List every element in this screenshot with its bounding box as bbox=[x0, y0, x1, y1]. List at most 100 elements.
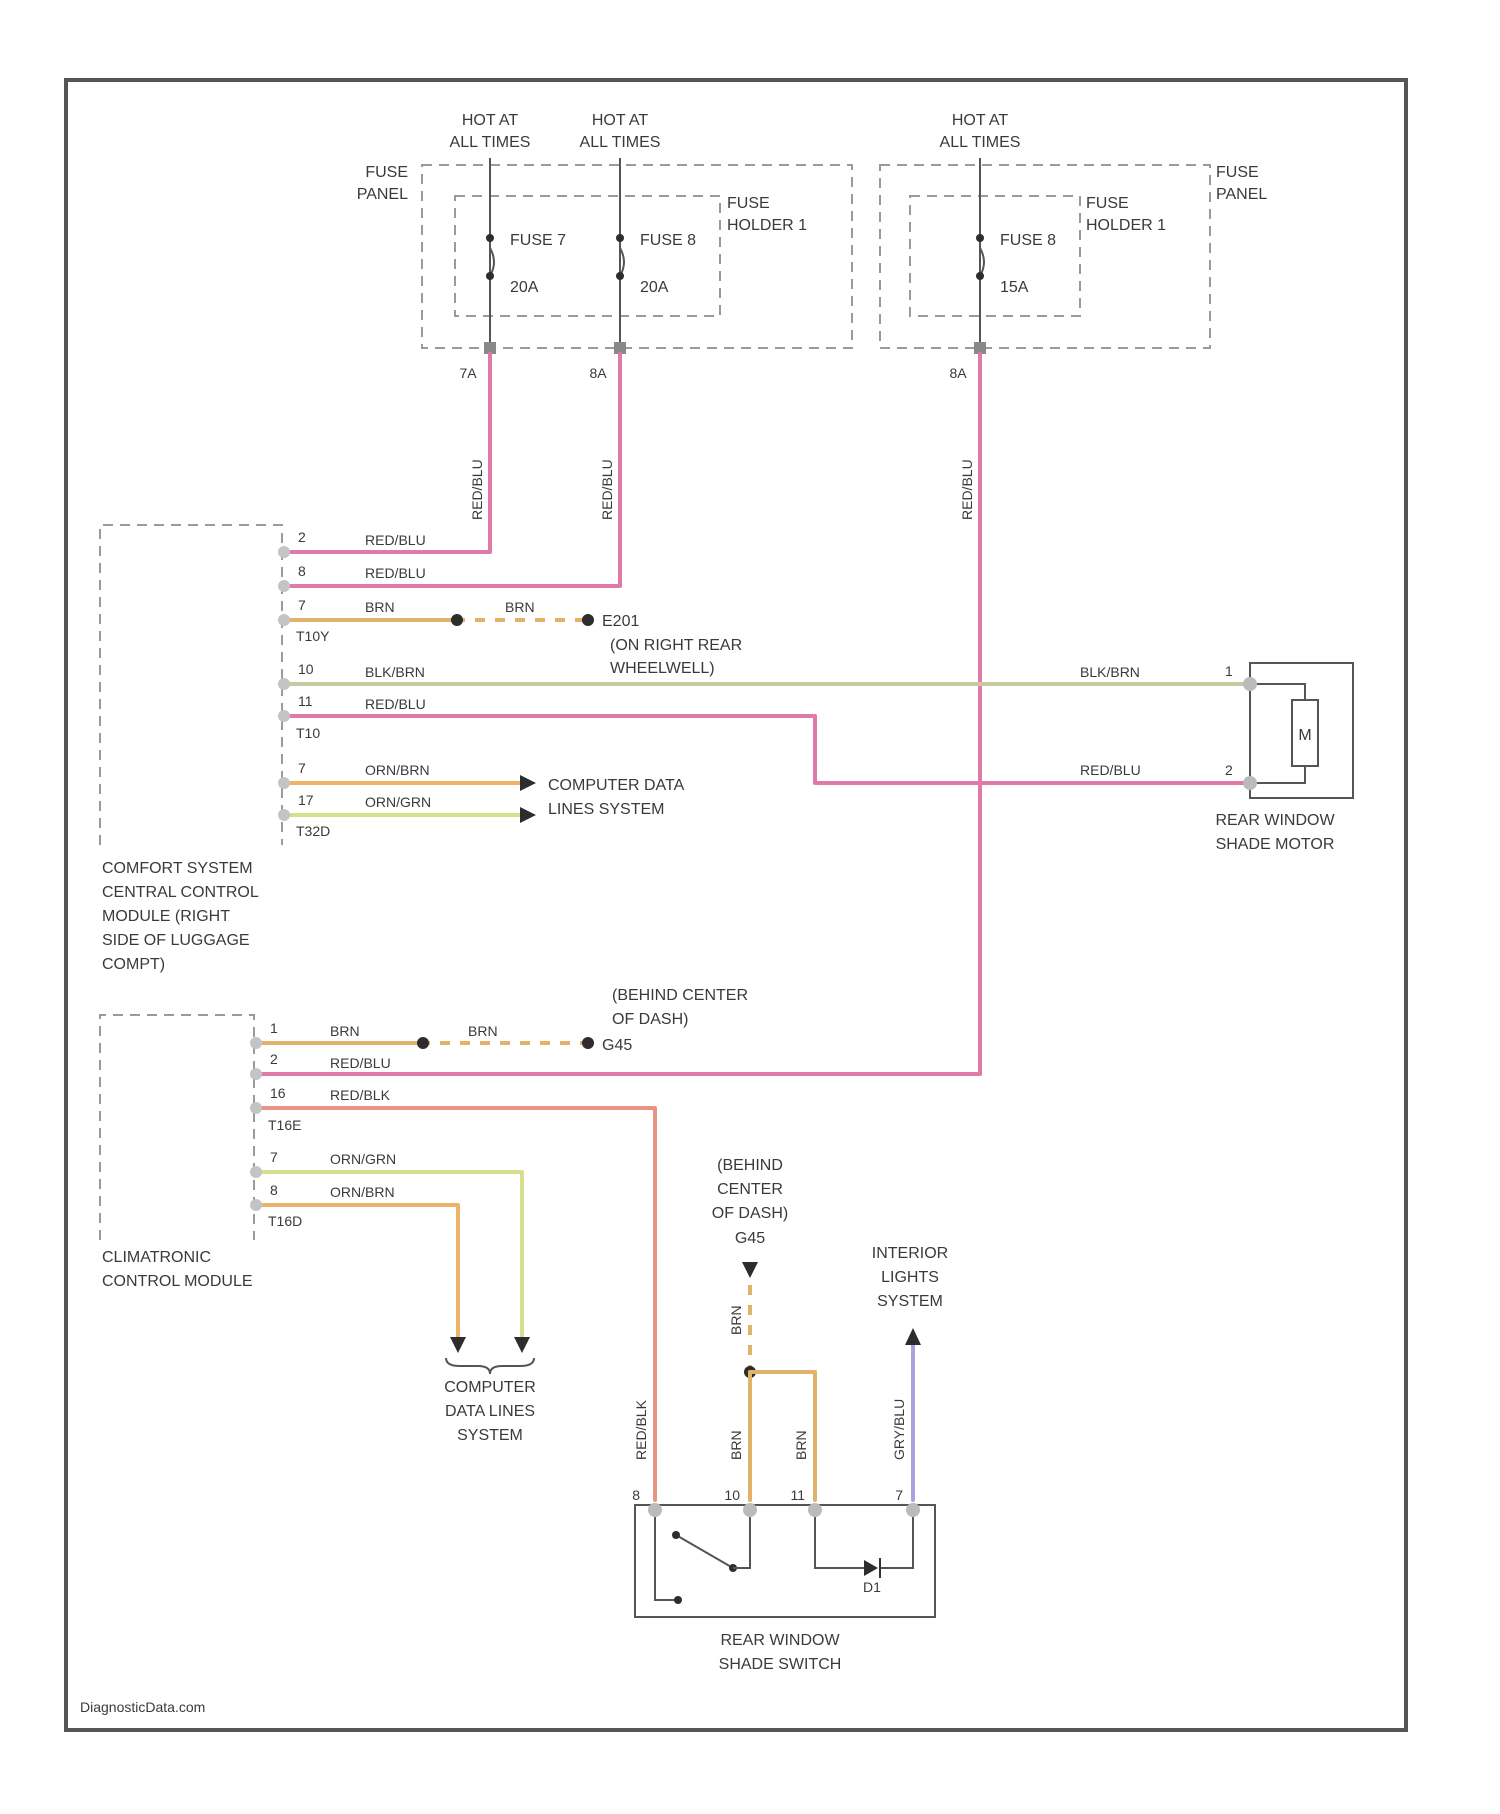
motor-symbol: M bbox=[1298, 727, 1311, 744]
comfort-pin-number: 2 bbox=[298, 529, 306, 545]
splice-clima-brn bbox=[417, 1037, 429, 1049]
diagram-frame bbox=[66, 80, 1406, 1730]
switch-name-line2: SHADE SWITCH bbox=[719, 1656, 842, 1673]
wire-fuse7-comfort bbox=[290, 354, 490, 552]
hot-label-1-line2: ALL TIMES bbox=[450, 134, 531, 151]
comfort-pin-icon bbox=[278, 580, 290, 592]
rear-window-shade-switch: D1 8 10 11 7 REAR WINDOW SHADE SWITCH bbox=[632, 1487, 935, 1673]
clima-name-line2: CONTROL MODULE bbox=[102, 1273, 253, 1290]
fuse-holder-label-2-line1: FUSE bbox=[1086, 195, 1129, 212]
clima-pin-icon bbox=[250, 1199, 262, 1211]
power-source-fuse7: HOT AT ALL TIMES bbox=[450, 112, 531, 151]
comfort-pin-icon bbox=[278, 614, 290, 626]
power-source-fuse8: HOT AT ALL TIMES bbox=[580, 112, 661, 151]
switch-contact-icon bbox=[676, 1535, 733, 1568]
fuse-8b-name: FUSE 8 bbox=[1000, 232, 1056, 249]
ground-g45-desc-1: (BEHIND CENTER bbox=[612, 987, 748, 1004]
fuse-8b-rating: 15A bbox=[1000, 279, 1029, 296]
clima-connector-t16e: T16E bbox=[268, 1117, 301, 1133]
clima-pin-number: 16 bbox=[270, 1085, 286, 1101]
wire-label-motor-2: RED/BLU bbox=[1080, 762, 1141, 778]
comfort-pin-number: 11 bbox=[298, 693, 313, 709]
rear-window-shade-motor: M 1 2 REAR WINDOW SHADE MOTOR bbox=[1215, 663, 1353, 853]
watermark: DiagnosticData.com bbox=[80, 1699, 205, 1715]
ground-e201-desc-2: WHEELWELL) bbox=[610, 660, 715, 677]
wire-label-c3: BRN bbox=[365, 599, 395, 615]
fuse-holder-label-line1: FUSE bbox=[727, 195, 770, 212]
fuse-panel-label-line1: FUSE bbox=[365, 164, 408, 181]
ground-g45-desc-2: OF DASH) bbox=[612, 1011, 688, 1028]
motor-pin-2: 2 bbox=[1225, 762, 1233, 778]
comfort-pin-number: 17 bbox=[298, 792, 314, 808]
clima-name-line1: CLIMATRONIC bbox=[102, 1249, 211, 1266]
ground-switch-desc-2: CENTER bbox=[717, 1181, 783, 1198]
arrow-data-lines-2 bbox=[520, 807, 536, 823]
wire-label-c4: BLK/BRN bbox=[365, 664, 425, 680]
wire-label-s4: GRY/BLU bbox=[891, 1399, 907, 1460]
comfort-name-line2: CENTRAL CONTROL bbox=[102, 884, 259, 901]
comfort-name-line1: COMFORT SYSTEM bbox=[102, 860, 253, 877]
arrow-data-lines-3 bbox=[450, 1337, 466, 1353]
switch-pin-10-icon bbox=[743, 1503, 757, 1517]
fuse-8b-terminal-label: 8A bbox=[949, 365, 967, 381]
wire-label-c3b: BRN bbox=[505, 599, 535, 615]
motor-name-line2: SHADE MOTOR bbox=[1216, 836, 1335, 853]
wire-label-k1: BRN bbox=[330, 1023, 360, 1039]
wire-label-c1: RED/BLU bbox=[365, 532, 426, 548]
splice-comfort-brn bbox=[451, 614, 463, 626]
wire-label-c6: ORN/BRN bbox=[365, 762, 430, 778]
fuse-panel-left: FUSE PANEL FUSE HOLDER 1 bbox=[357, 164, 852, 348]
interior-lights-line2: LIGHTS bbox=[881, 1269, 939, 1286]
switch-pin-7-icon bbox=[906, 1503, 920, 1517]
data-lines-2-line3: SYSTEM bbox=[457, 1427, 523, 1444]
arrow-data-lines-4 bbox=[514, 1337, 530, 1353]
switch-pin-7: 7 bbox=[895, 1487, 903, 1503]
switch-pin-10: 10 bbox=[724, 1487, 740, 1503]
fuse-panel-right: FUSE PANEL FUSE HOLDER 1 bbox=[880, 164, 1267, 348]
arrow-data-lines-1 bbox=[520, 775, 536, 791]
ground-e201-id: E201 bbox=[602, 613, 639, 630]
hot-label-3-line2: ALL TIMES bbox=[940, 134, 1021, 151]
hot-label-1-line1: HOT AT bbox=[462, 112, 519, 129]
comfort-connector-t10: T10 bbox=[296, 725, 320, 741]
ground-switch-desc-3: OF DASH) bbox=[712, 1205, 788, 1222]
clima-connector-t16d: T16D bbox=[268, 1213, 302, 1229]
ground-e201-icon bbox=[582, 614, 594, 626]
comfort-pin-icon bbox=[278, 809, 290, 821]
wire-label-k2: RED/BLU bbox=[330, 1055, 391, 1071]
arrow-interior-lights bbox=[905, 1328, 921, 1345]
comfort-name-line3: MODULE (RIGHT bbox=[102, 908, 230, 925]
wire-label-k3: RED/BLK bbox=[330, 1087, 391, 1103]
comfort-pin-number: 7 bbox=[298, 760, 306, 776]
motor-pin-1: 1 bbox=[1225, 663, 1233, 679]
fuse-panel-label-2-line2: PANEL bbox=[1216, 186, 1267, 203]
fuse-panel-label-line2: PANEL bbox=[357, 186, 408, 203]
switch-pin-11-icon bbox=[808, 1503, 822, 1517]
fuse-8-terminal-label: 8A bbox=[589, 365, 607, 381]
wire-label-s1: RED/BLK bbox=[633, 1399, 649, 1460]
comfort-pin-icon bbox=[278, 678, 290, 690]
switch-pin-11: 11 bbox=[790, 1487, 805, 1503]
comfort-name-line4: SIDE OF LUGGAGE bbox=[102, 932, 250, 949]
interior-lights-line1: INTERIOR bbox=[872, 1245, 948, 1262]
riser-label-3: RED/BLU bbox=[959, 459, 975, 520]
interior-lights-line3: SYSTEM bbox=[877, 1293, 943, 1310]
data-lines-2-line1: COMPUTER bbox=[444, 1379, 536, 1396]
comfort-pin-icon bbox=[278, 546, 290, 558]
ground-switch-id: G45 bbox=[735, 1230, 765, 1247]
clima-pin-number: 7 bbox=[270, 1149, 278, 1165]
comfort-connector-t32d: T32D bbox=[296, 823, 330, 839]
comfort-pin-number: 8 bbox=[298, 563, 306, 579]
comfort-pin-number: 10 bbox=[298, 661, 314, 677]
motor-pin-1-icon bbox=[1243, 677, 1257, 691]
clima-pin-icon bbox=[250, 1037, 262, 1049]
wire-label-s-ground: BRN bbox=[728, 1305, 744, 1335]
fuse-7-terminal-label: 7A bbox=[459, 365, 477, 381]
clima-pin-number: 8 bbox=[270, 1182, 278, 1198]
ground-g45-id: G45 bbox=[602, 1037, 632, 1054]
arrow-switch-ground bbox=[742, 1262, 758, 1278]
clima-pin-number: 2 bbox=[270, 1051, 278, 1067]
switch-led-label: D1 bbox=[863, 1579, 881, 1595]
data-lines-brace bbox=[446, 1358, 534, 1374]
